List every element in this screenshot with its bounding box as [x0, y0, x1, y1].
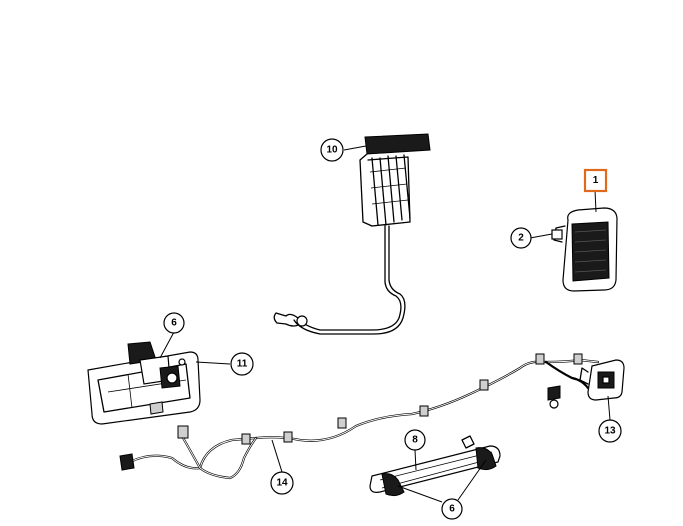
- callout-13: 13: [598, 419, 622, 443]
- part-8-bar-bracket: [369, 435, 501, 497]
- part-11-bracket: [87, 341, 201, 425]
- part-10-module: [273, 133, 431, 335]
- part-13-connector: [579, 359, 625, 401]
- part-14-wiring-harness: [119, 353, 600, 480]
- callout-6-upper: 6: [163, 312, 185, 334]
- callout-2: 2: [510, 227, 532, 249]
- part-1-grille-module: [551, 207, 618, 292]
- callout-11-label: 11: [237, 359, 248, 370]
- callout-1: 1: [583, 168, 608, 193]
- callout-10-label: 10: [326, 145, 338, 156]
- callout-13-label: 13: [604, 426, 616, 437]
- callout-14-label: 14: [276, 478, 288, 489]
- callout-2-label: 2: [518, 233, 524, 244]
- callout-10: 10: [320, 138, 344, 162]
- callout-11: 11: [230, 352, 254, 376]
- leader-lines: [159, 145, 611, 503]
- callout-1-label: 1: [593, 175, 599, 186]
- callout-14: 14: [270, 471, 294, 495]
- callout-6-lower-label: 6: [449, 504, 455, 515]
- callout-6-lower: 6: [441, 498, 463, 520]
- callout-8: 8: [404, 429, 426, 451]
- callout-6-upper-label: 6: [171, 318, 177, 329]
- callout-1-highlight-box: [583, 168, 608, 193]
- callout-8-label: 8: [412, 435, 418, 446]
